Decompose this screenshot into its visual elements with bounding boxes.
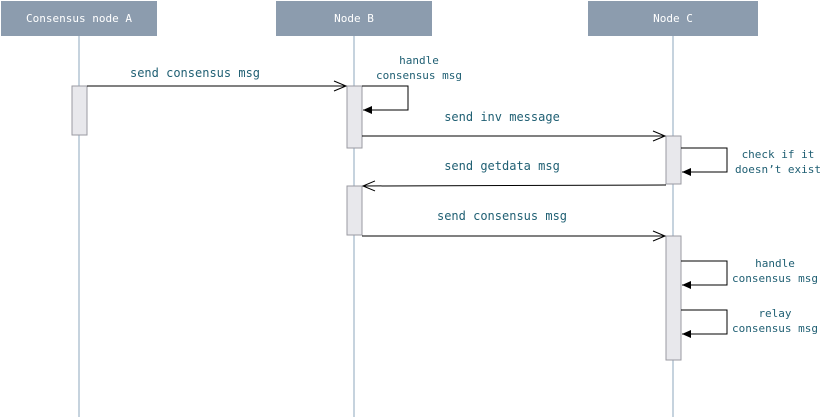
message-label-1: send consensus msg — [130, 66, 260, 80]
self-message-1-line-2: consensus msg — [376, 69, 462, 82]
activation-c-1 — [665, 135, 682, 185]
message-arrow-3 — [363, 185, 667, 186]
participant-header-a: Consensus node A — [1, 1, 157, 36]
self-message-arrow-3 — [681, 260, 728, 289]
self-message-4-line-2: consensus msg — [732, 322, 818, 335]
self-message-3-line-2: consensus msg — [732, 272, 818, 285]
message-label-3: send getdata msg — [444, 159, 560, 173]
self-message-2-line-1: check if it — [742, 148, 815, 161]
activation-b-1 — [346, 85, 363, 149]
participant-header-b: Node B — [276, 1, 432, 36]
message-label-2: send inv message — [444, 110, 560, 124]
self-message-arrow-2 — [681, 147, 728, 176]
participant-header-c: Node C — [588, 1, 758, 36]
self-message-1-line-1: handle — [399, 54, 439, 67]
participant-label-c: Node C — [653, 12, 693, 25]
participant-label-a: Consensus node A — [26, 12, 132, 25]
self-message-3-line-1: handle — [755, 257, 795, 270]
self-message-arrow-1 — [362, 85, 409, 114]
self-message-4-line-1: relay — [758, 307, 791, 320]
self-message-2-line-2: doesn’t exist — [735, 163, 821, 176]
message-label-4: send consensus msg — [437, 209, 567, 223]
activation-b-2 — [346, 185, 363, 236]
activation-a-1 — [71, 85, 88, 136]
activation-c-2 — [665, 235, 682, 361]
self-message-arrow-4 — [681, 309, 728, 338]
participant-label-b: Node B — [334, 12, 374, 25]
